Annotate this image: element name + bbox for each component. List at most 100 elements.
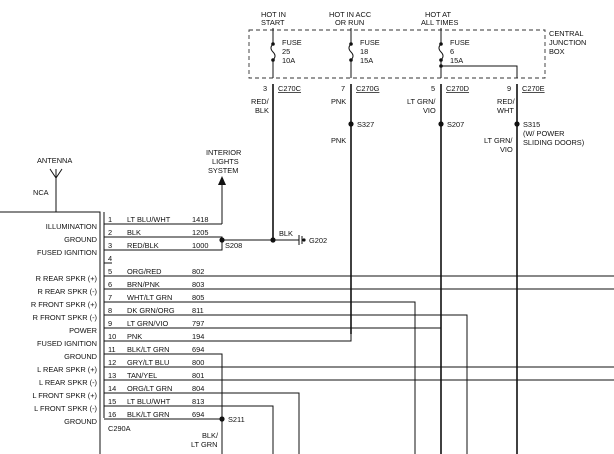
pin-16-color: BLK/LT GRN: [127, 410, 169, 419]
fuse-18-number: 18: [360, 47, 368, 56]
fuse-6-branch: [441, 65, 518, 78]
pin-functions: ILLUMINATION GROUND FUSED IGNITION R REA…: [31, 222, 97, 426]
bottom-wire-line1: BLK/: [202, 431, 219, 440]
interior-lights-arrow-icon: [218, 176, 226, 185]
pin-6-color: BRN/PNK: [127, 280, 160, 289]
fuse-18-label: FUSE: [360, 38, 380, 47]
wire-pin-11: [104, 353, 223, 418]
c270e-group: 9 C270E RED/ WHT: [497, 84, 545, 115]
fuse-6-connector: C270D: [446, 84, 469, 93]
pin-5-function: R REAR SPKR (+): [36, 274, 97, 283]
splice-s327-label: S327: [357, 120, 374, 129]
fuse-25-hot-line2: START: [261, 18, 285, 27]
c270e-wire-line2: WHT: [497, 106, 514, 115]
pin-8-function: R FRONT SPKR (-): [33, 313, 97, 322]
fuse-18-group: HOT IN ACC OR RUN FUSE 18 15A 7 C270G PN…: [329, 10, 380, 106]
pin-11-color: BLK/LT GRN: [127, 345, 169, 354]
radio-connector-label: C290A: [108, 424, 131, 433]
pin-3-color: RED/BLK: [127, 241, 159, 250]
fuse-6-group: HOT AT ALL TIMES FUSE 6 15A 5 C270D LT G…: [407, 10, 518, 115]
antenna-group: ANTENNA NCA: [33, 156, 72, 212]
bottom-wire-line2: LT GRN: [191, 440, 217, 449]
pin-3-number: 3: [108, 241, 112, 250]
fuse-25-hot-line1: HOT IN: [261, 10, 286, 19]
pin-5-number: 5: [108, 267, 112, 276]
pin-14-circuit: 804: [192, 384, 204, 393]
fuse-6-symbol: [438, 43, 444, 61]
pin-6-function: R REAR SPKR (-): [37, 287, 97, 296]
fuse-18-hot-line1: HOT IN ACC: [329, 10, 372, 19]
pin-7-function: R FRONT SPKR (+): [31, 300, 97, 309]
junction-box-outline: [248, 29, 546, 79]
red-blk-junction-dot: [270, 237, 276, 243]
fuse-25-pin: 3: [263, 84, 267, 93]
pin-10-circuit: 194: [192, 332, 204, 341]
pin-12-color: GRY/LT BLU: [127, 358, 169, 367]
radio-body-outline: [0, 211, 101, 454]
antenna-label: ANTENNA: [37, 156, 72, 165]
ground-g202-wire: BLK: [279, 229, 293, 238]
pin-10-color: PNK: [127, 332, 142, 341]
fuse-6-label: FUSE: [450, 38, 470, 47]
pin-16-number: 16: [108, 410, 116, 419]
fuse-25-wire-line2: BLK: [255, 106, 269, 115]
fuse-18-amperage: 15A: [360, 56, 373, 65]
central-junction-box: CENTRAL JUNCTION BOX: [248, 29, 586, 79]
pin-10-number: 10: [108, 332, 116, 341]
fuse-25-amperage: 10A: [282, 56, 295, 65]
ground-g202-name: G202: [309, 236, 327, 245]
junction-box-label-2: JUNCTION: [549, 38, 586, 47]
pin-11-circuit: 694: [192, 345, 204, 354]
wire-pin-2: [104, 236, 223, 240]
fuse-18-hot-line2: OR RUN: [335, 18, 364, 27]
splice-s315-label: S315: [523, 120, 540, 129]
pin-16-function: GROUND: [64, 417, 97, 426]
fuse-18-symbol: [348, 43, 354, 61]
splice-s207-dot: [438, 121, 444, 127]
pin-15-circuit: 813: [192, 397, 204, 406]
pin-11-number: 11: [108, 345, 116, 354]
splice-s211-label: S211: [228, 415, 245, 424]
c270e-pin: 9: [507, 84, 511, 93]
pin-12-function: L REAR SPKR (+): [37, 365, 97, 374]
pin-3-function: FUSED IGNITION: [37, 248, 97, 257]
pin-9-number: 9: [108, 319, 112, 328]
c270e-wire-line1: RED/: [497, 97, 516, 106]
pin-6-number: 6: [108, 280, 112, 289]
wire-ltgrn-vio-below-line2: VIO: [500, 145, 513, 154]
pin-15-function: L FRONT SPKR (-): [34, 404, 97, 413]
pin-15-number: 15: [108, 397, 116, 406]
splice-s211-dot: [219, 416, 225, 422]
splice-s315-note-2: SLIDING DOORS): [523, 138, 584, 147]
junction-box-label-1: CENTRAL: [549, 29, 584, 38]
fuse-25-number: 25: [282, 47, 290, 56]
pin-14-color: ORG/LT GRN: [127, 384, 172, 393]
pin-6-circuit: 803: [192, 280, 204, 289]
pin-1-number: 1: [108, 215, 112, 224]
fuse-25-symbol: [270, 43, 276, 61]
pin-wire-colors: LT BLU/WHT BLK RED/BLK ORG/RED BRN/PNK W…: [127, 215, 175, 419]
pin-10-function: FUSED IGNITION: [37, 339, 97, 348]
fuse-6-pin: 5: [431, 84, 435, 93]
wire-pnk-below-label: PNK: [331, 136, 346, 145]
splice-s207-label: S207: [447, 120, 464, 129]
pin-8-circuit: 811: [192, 306, 204, 315]
fuse-6-hot-line1: HOT AT: [425, 10, 451, 19]
pin-14-number: 14: [108, 384, 116, 393]
splice-s315-note-1: (W/ POWER: [523, 129, 564, 138]
interior-lights-line3: SYSTEM: [208, 166, 238, 175]
junction-box-label-3: BOX: [549, 47, 565, 56]
pin-12-circuit: 800: [192, 358, 204, 367]
fuse-18-connector: C270G: [356, 84, 380, 93]
antenna-nca: NCA: [33, 188, 49, 197]
pin-numbers: 1 2 3 4 5 6 7 8 9 10 11 12 13 14 15 16: [108, 215, 116, 419]
pin-1-function: ILLUMINATION: [46, 222, 97, 231]
pin-8-color: DK GRN/ORG: [127, 306, 175, 315]
pin-7-number: 7: [108, 293, 112, 302]
pin-11-function: GROUND: [64, 352, 97, 361]
pin-5-color: ORG/RED: [127, 267, 162, 276]
pin-16-circuit: 694: [192, 410, 204, 419]
wire-ltgrn-vio-below-line1: LT GRN/: [484, 136, 513, 145]
pin-1-circuit: 1418: [192, 215, 208, 224]
fuse-25-wire-line1: RED/: [251, 97, 270, 106]
